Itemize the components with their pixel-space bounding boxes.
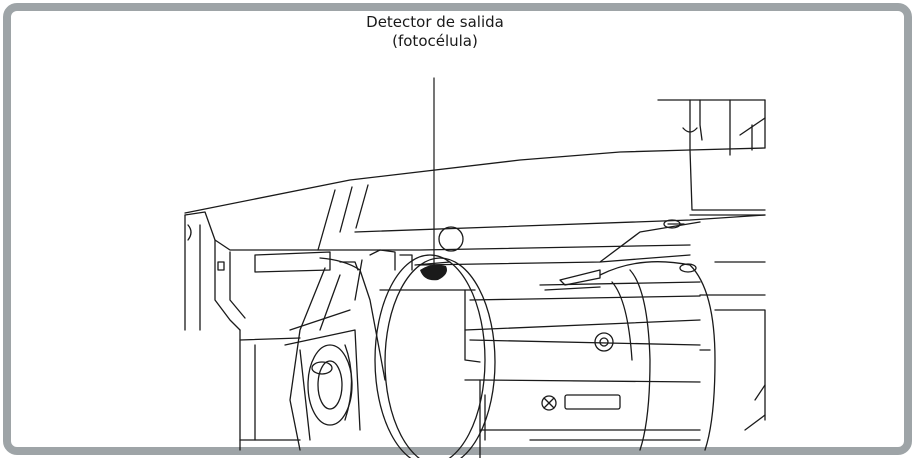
slot (564, 394, 621, 410)
front-roller (374, 254, 701, 458)
drive-drum (529, 261, 766, 451)
left-side-plate (184, 211, 331, 331)
callout-line-2: (fotocélula) (392, 32, 478, 50)
bolt (594, 332, 614, 352)
mounting-hole (438, 226, 464, 252)
callout-line-1: Detector de salida (366, 13, 504, 31)
right-housing (714, 99, 766, 431)
top-cover (184, 99, 766, 251)
body-panel (319, 214, 766, 286)
left-gear-assembly (239, 257, 386, 451)
callout-label: Detector de salida (fotocélula) (335, 13, 535, 51)
screw (541, 395, 557, 411)
